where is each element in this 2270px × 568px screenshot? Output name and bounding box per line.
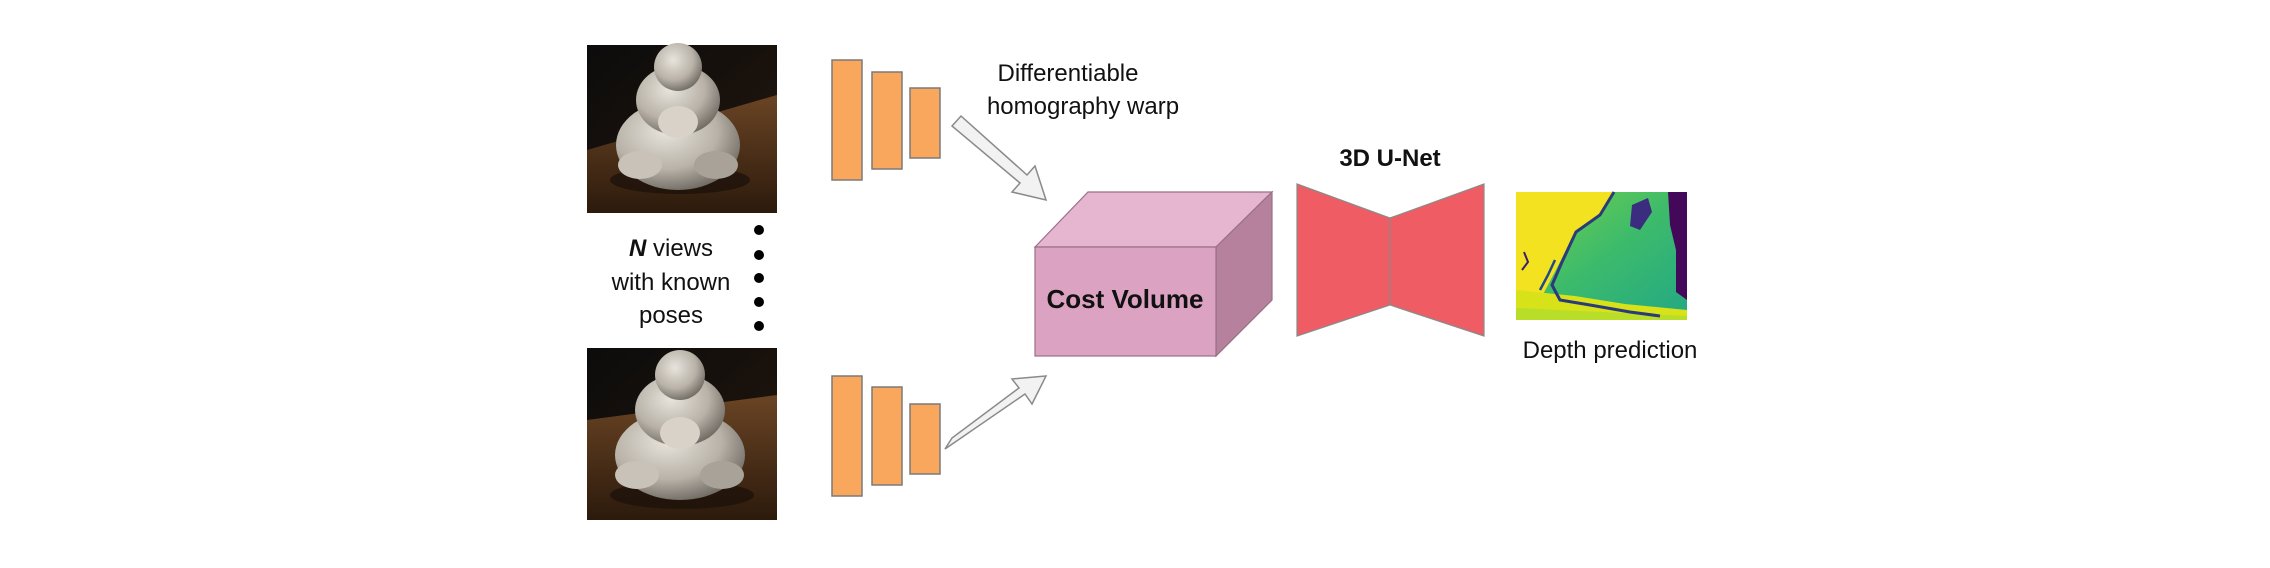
feature-layer: [831, 59, 863, 181]
unet-label: 3D U-Net: [1339, 145, 1440, 172]
cost-volume-cube: Cost Volume: [1033, 190, 1274, 358]
views-label-n: N: [629, 235, 647, 262]
warp-label-line2: homography warp: [987, 93, 1179, 120]
depth-prediction-label: Depth prediction: [1523, 337, 1698, 364]
feature-layer: [831, 375, 863, 497]
feature-layers-top: [831, 59, 941, 181]
input-image-top: [587, 43, 777, 213]
warp-label-line1: Differentiable: [998, 60, 1139, 87]
feature-layers-bottom: [831, 375, 941, 497]
unet: 3D U-Net: [1296, 145, 1485, 337]
feature-layer: [909, 403, 941, 475]
views-label-line2: with known: [611, 269, 731, 296]
feature-layer: [871, 386, 903, 486]
feature-layer: [909, 87, 941, 159]
svg-text:N views: N views: [629, 235, 713, 262]
views-label: N views with known poses: [611, 235, 731, 329]
views-label-line3: poses: [639, 302, 703, 329]
feature-layer: [871, 71, 903, 170]
ellipsis-dots: [754, 225, 764, 331]
arrow-top: [950, 114, 1048, 202]
cost-volume-label: Cost Volume: [1047, 284, 1204, 314]
views-label-line1: views: [646, 235, 713, 262]
arrow-bottom: [944, 375, 1048, 450]
depth-prediction-image: [1516, 191, 1687, 320]
warp-label: Differentiable homography warp: [987, 60, 1179, 120]
input-image-bottom: [587, 348, 777, 520]
